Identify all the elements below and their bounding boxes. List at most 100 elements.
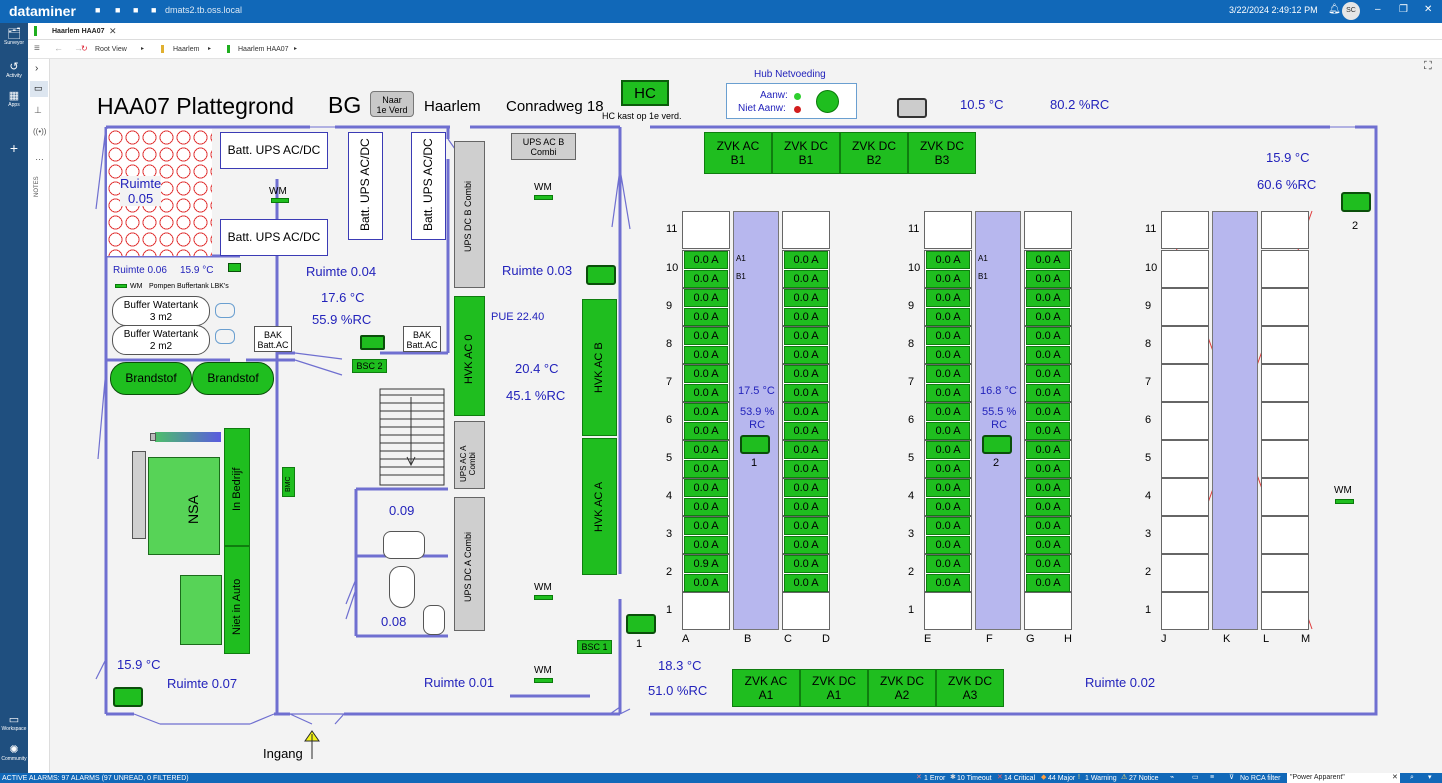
zvk-top-unit[interactable]: ZVK DC B2 <box>840 132 908 174</box>
display-icon[interactable]: ▭ <box>1192 774 1199 781</box>
rack-row-1-rack-right[interactable] <box>782 211 830 249</box>
rack-row-3-rack-left[interactable] <box>1161 592 1209 630</box>
rack-row-2-amp-right[interactable]: 0.0 A <box>1026 517 1070 535</box>
naar-1e-verd-button[interactable]: Naar 1e Verd <box>370 91 414 117</box>
clear-filter-icon[interactable]: ✕ <box>1392 774 1398 781</box>
rack-row-2-aisle-sensor-icon[interactable] <box>982 435 1012 454</box>
rack-row-3-rack-right[interactable] <box>1261 250 1309 288</box>
apps-button[interactable]: ▦ Apps <box>0 89 28 108</box>
rack-row-2-amp-left[interactable]: 0.0 A <box>926 403 970 421</box>
rack-row-2-amp-right[interactable]: 0.0 A <box>1026 498 1070 516</box>
rack-row-2-amp-left[interactable]: 0.0 A <box>926 346 970 364</box>
rack-row-1-amp-left[interactable]: 0.0 A <box>684 365 728 383</box>
dot-icon[interactable]: ■ <box>133 5 139 15</box>
more-icon[interactable]: … <box>35 152 44 162</box>
sensor-box-icon[interactable] <box>626 614 656 634</box>
breadcrumb-haarlem[interactable]: Haarlem <box>173 46 200 53</box>
rack-row-2-amp-right[interactable]: 0.0 A <box>1026 479 1070 497</box>
warning-count[interactable]: 1 Warning <box>1085 775 1117 782</box>
rack-row-1-amp-left[interactable]: 0.0 A <box>684 498 728 516</box>
rack-row-1-amp-right[interactable]: 0.0 A <box>784 384 828 402</box>
sensor-box-icon[interactable] <box>360 335 385 350</box>
rack-row-1-amp-right[interactable]: 0.0 A <box>784 574 828 592</box>
rack-row-2-amp-right[interactable]: 0.0 A <box>1026 384 1070 402</box>
rack-row-2-amp-left[interactable]: 0.0 A <box>926 536 970 554</box>
sensor-box-icon[interactable] <box>113 687 143 707</box>
rack-row-3-rack-right[interactable] <box>1261 592 1309 630</box>
sensor-box-icon[interactable] <box>228 263 241 272</box>
wm-sensor-icon[interactable] <box>271 198 289 203</box>
bak-batt-ac-1[interactable]: BAK Batt.AC <box>254 326 292 352</box>
rack-row-1-amp-right[interactable]: 0.0 A <box>784 403 828 421</box>
rack-row-2-amp-right[interactable]: 0.0 A <box>1026 460 1070 478</box>
rack-row-2-amp-right[interactable]: 0.0 A <box>1026 308 1070 326</box>
rack-row-3-rack-left[interactable] <box>1161 478 1209 516</box>
timeout-count[interactable]: 10 Timeout <box>957 775 992 782</box>
rack-row-2-amp-left[interactable]: 0.0 A <box>926 479 970 497</box>
hvk-ac-b[interactable]: HVK AC B <box>582 299 617 436</box>
wm-sensor-icon[interactable] <box>534 595 553 600</box>
community-button[interactable]: ✺ Community <box>0 743 28 762</box>
breadcrumb-haarlem-haa07[interactable]: Haarlem HAA07 <box>238 46 289 53</box>
rack-row-1-amp-right[interactable]: 0.0 A <box>784 289 828 307</box>
rack-row-3-rack-right[interactable] <box>1261 288 1309 326</box>
zvk-top-unit[interactable]: ZVK DC B1 <box>772 132 840 174</box>
wm-sensor-icon[interactable] <box>534 195 553 200</box>
rack-row-2-rack-right[interactable] <box>1024 211 1072 249</box>
rack-row-1-amp-left[interactable]: 0.0 A <box>684 517 728 535</box>
zvk-bottom-unit[interactable]: ZVK DC A2 <box>868 669 936 707</box>
rack-row-1-rack-left[interactable] <box>682 592 730 630</box>
rack-row-3-rack-right[interactable] <box>1261 554 1309 592</box>
notes-tab[interactable]: NOTES <box>34 176 40 197</box>
stop-icon[interactable]: ■ <box>95 5 101 15</box>
rack-row-2-amp-right[interactable]: 0.0 A <box>1026 346 1070 364</box>
hc-button[interactable]: HC <box>621 80 669 106</box>
avatar[interactable]: SC <box>1342 2 1360 20</box>
rack-row-2-amp-left[interactable]: 0.0 A <box>926 422 970 440</box>
rack-row-2-amp-left[interactable]: 0.0 A <box>926 517 970 535</box>
error-count[interactable]: 1 Error <box>924 775 946 782</box>
back-icon[interactable]: ← <box>54 43 63 53</box>
chart-icon[interactable]: ⌁ <box>1170 774 1175 781</box>
zvk-top-unit[interactable]: ZVK DC B3 <box>908 132 976 174</box>
rack-row-3-rack-right[interactable] <box>1261 364 1309 402</box>
rack-row-1-amp-left[interactable]: 0.0 A <box>684 251 728 269</box>
rack-row-1-amp-right[interactable]: 0.0 A <box>784 479 828 497</box>
batt-ups-vertical-1[interactable]: Batt. UPS AC/DC <box>348 132 383 240</box>
signal-icon[interactable]: ((•)) <box>33 127 47 136</box>
minimize-icon[interactable]: – <box>1375 4 1381 15</box>
sensor-box-icon[interactable] <box>586 265 616 285</box>
rack-row-2-amp-right[interactable]: 0.0 A <box>1026 536 1070 554</box>
rack-row-2-amp-left[interactable]: 0.0 A <box>926 251 970 269</box>
ups-ac-a-combi[interactable]: UPS AC A Combi <box>454 421 485 489</box>
rack-row-3-rack-right[interactable] <box>1261 326 1309 364</box>
rack-row-1-rack-right[interactable] <box>782 592 830 630</box>
rack-row-2-amp-right[interactable]: 0.0 A <box>1026 270 1070 288</box>
expand-icon[interactable]: › <box>35 63 39 74</box>
sensor-box-icon[interactable] <box>1341 192 1371 212</box>
rack-row-2-amp-right[interactable]: 0.0 A <box>1026 365 1070 383</box>
rack-row-1-amp-right[interactable]: 0.0 A <box>784 422 828 440</box>
list-icon[interactable]: ≡ <box>1210 774 1215 781</box>
dot-icon[interactable]: ■ <box>151 5 157 15</box>
fullscreen-icon[interactable]: ⛶ <box>1424 60 1432 72</box>
rack-row-2-amp-left[interactable]: 0.0 A <box>926 308 970 326</box>
rack-row-1-amp-left[interactable]: 0.0 A <box>684 327 728 345</box>
rack-row-1-aisle-sensor-icon[interactable] <box>740 435 770 454</box>
rack-row-1-amp-left[interactable]: 0.9 A <box>684 555 728 573</box>
rack-row-2-amp-right[interactable]: 0.0 A <box>1026 251 1070 269</box>
rack-row-2-amp-left[interactable]: 0.0 A <box>926 441 970 459</box>
hvk-ac-a[interactable]: HVK AC A <box>582 438 617 575</box>
zvk-bottom-unit[interactable]: ZVK DC A1 <box>800 669 868 707</box>
rack-row-3-rack-right[interactable] <box>1261 211 1309 249</box>
rack-row-1-amp-left[interactable]: 0.0 A <box>684 536 728 554</box>
menu-icon[interactable]: ≡ <box>34 43 40 54</box>
forward-icon[interactable]: → <box>74 43 83 53</box>
wm-sensor-icon[interactable] <box>1335 499 1354 504</box>
rack-row-1-amp-right[interactable]: 0.0 A <box>784 517 828 535</box>
batt-ups-1[interactable]: Batt. UPS AC/DC <box>220 132 328 169</box>
bsc-2[interactable]: BSC 2 <box>352 359 387 373</box>
zvk-bottom-unit[interactable]: ZVK AC A1 <box>732 669 800 707</box>
rack-row-1-amp-left[interactable]: 0.0 A <box>684 403 728 421</box>
buffer-watertank-1[interactable]: Buffer Watertank 3 m2 <box>112 296 210 326</box>
